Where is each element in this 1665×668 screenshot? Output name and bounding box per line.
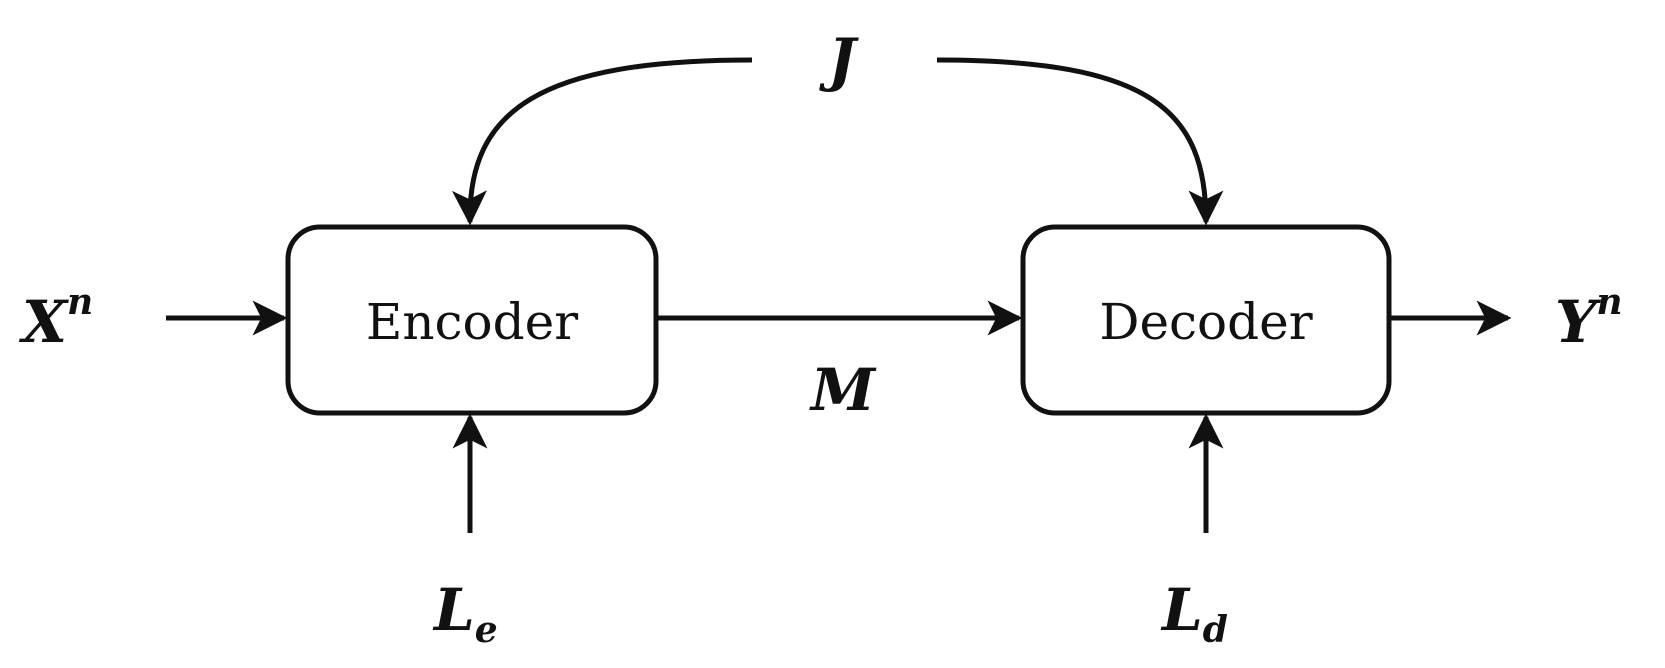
key-to-encoder-arrow [451, 57, 753, 226]
message-label: M [809, 356, 877, 424]
decoder-box [1020, 224, 1392, 416]
encoder-leakage-label: Le [432, 576, 498, 651]
encoder-box [285, 224, 659, 416]
decoder-leakage-label: Ld [1160, 576, 1228, 651]
key-to-decoder-arrow [936, 57, 1224, 226]
common-key-label: J [818, 26, 859, 94]
encoder-label: Encoder [366, 293, 578, 351]
encoder-block: Encoder [285, 224, 659, 416]
reconstruction-label: Yn [1555, 281, 1623, 356]
decoder-label: Decoder [1099, 293, 1312, 351]
decoder-block: Decoder [1020, 224, 1392, 416]
source-label: Xn [18, 281, 93, 356]
